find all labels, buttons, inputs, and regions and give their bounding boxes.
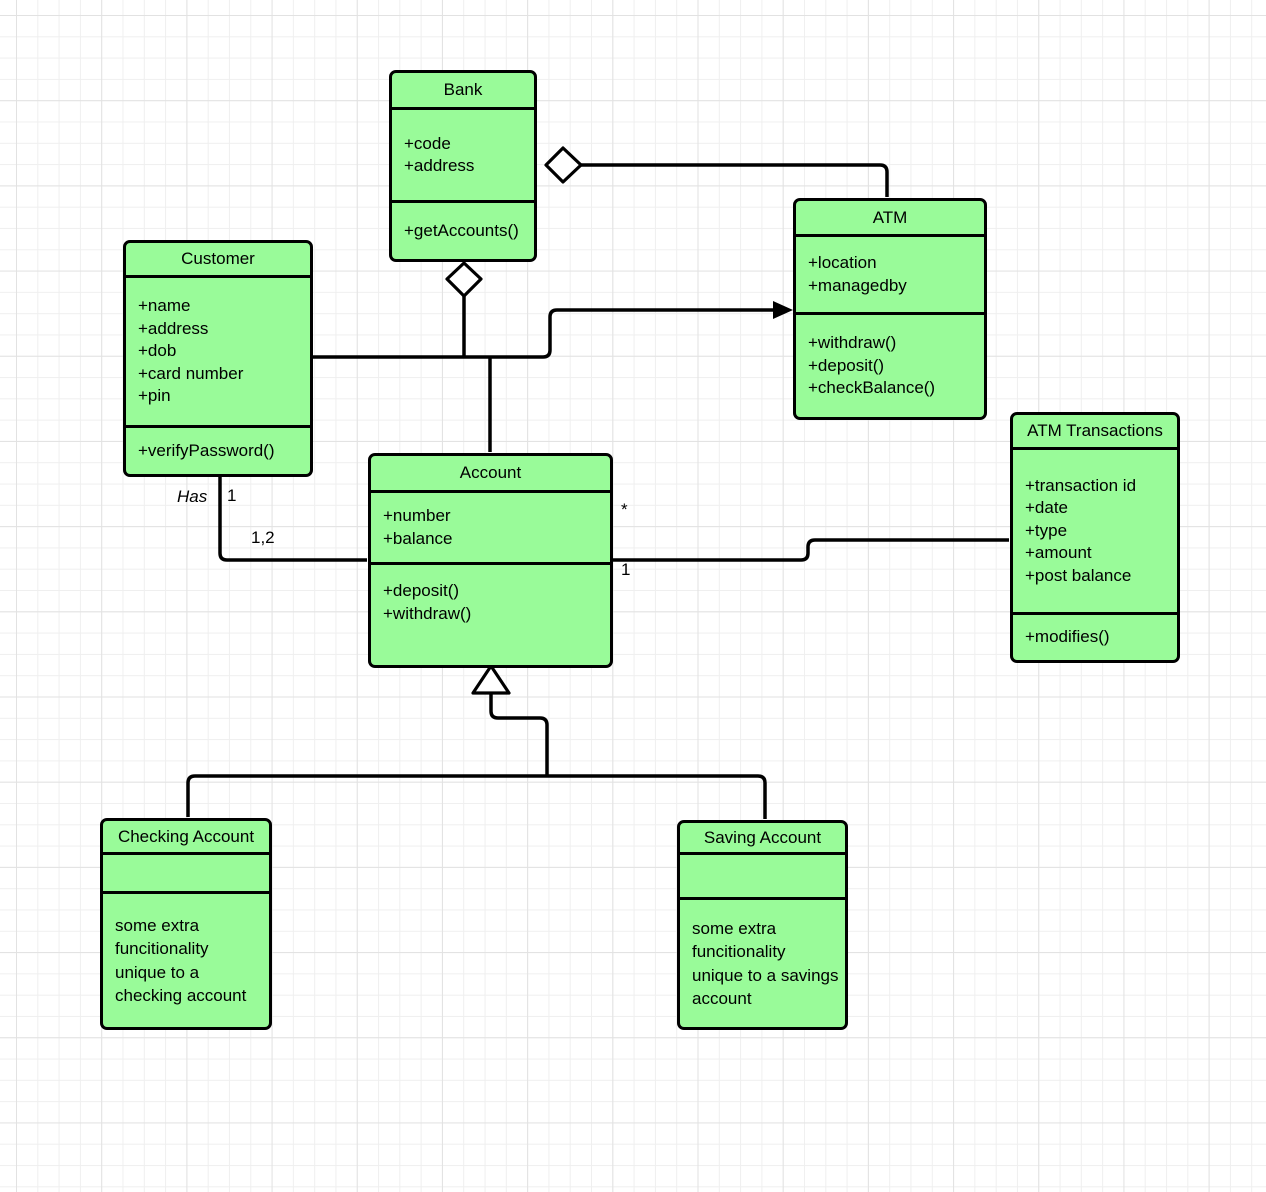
class-account-attributes: +number +balance — [371, 493, 610, 565]
method: +checkBalance() — [808, 378, 936, 398]
attribute: +number — [383, 506, 451, 525]
method: +deposit() — [808, 355, 885, 375]
class-customer-methods: +verifyPassword() — [126, 428, 310, 474]
class-atm-attributes: +location +managedby — [796, 237, 984, 315]
method: +verifyPassword() — [138, 440, 275, 460]
attribute: +location — [808, 253, 877, 272]
method: +modifies() — [1025, 627, 1110, 647]
attribute: +address — [404, 156, 475, 175]
edge-bank-atm[interactable] — [580, 163, 889, 197]
attribute: +pin — [138, 386, 171, 406]
method: +getAccounts() — [404, 220, 519, 240]
edge-account-transactions[interactable] — [613, 538, 1009, 562]
aggregation-diamond-bank-account[interactable] — [445, 261, 483, 298]
class-atm-transactions[interactable]: ATM Transactions +transaction id +date +… — [1010, 412, 1180, 663]
attribute: +amount — [1025, 543, 1092, 563]
class-saving-account-title: Saving Account — [680, 823, 845, 855]
class-bank-attributes: +code +address — [392, 110, 534, 203]
class-account-title: Account — [371, 456, 610, 493]
edge-label-multiplicity-one[interactable]: 1 — [621, 560, 631, 579]
class-saving-account-attributes-empty — [680, 855, 845, 900]
edge-label-multiplicity-star[interactable]: * — [621, 500, 628, 519]
class-atm-transactions-methods: +modifies() — [1013, 615, 1177, 660]
class-checking-account-note: some extra funcitionality unique to a ch… — [115, 915, 247, 1006]
arrowhead-customer-atm[interactable] — [773, 301, 793, 319]
attribute: +balance — [383, 528, 453, 548]
class-bank[interactable]: Bank +code +address +getAccounts() — [389, 70, 537, 262]
class-checking-account[interactable]: Checking Account some extra funcitionali… — [100, 818, 272, 1030]
attribute: +address — [138, 318, 209, 338]
aggregation-diamond-bank-atm[interactable] — [544, 146, 583, 184]
class-account[interactable]: Account +number +balance +deposit() +wit… — [368, 453, 613, 668]
class-bank-title: Bank — [392, 73, 534, 110]
method: +withdraw() — [808, 333, 897, 353]
method: +withdraw() — [383, 603, 472, 623]
edge-label-has[interactable]: Has — [177, 487, 208, 506]
attribute: +managedby — [808, 275, 907, 295]
attribute: +dob — [138, 341, 177, 361]
attribute: +post balance — [1025, 565, 1132, 585]
attribute: +type — [1025, 520, 1068, 540]
class-atm-transactions-attributes: +transaction id +date +type +amount +pos… — [1013, 450, 1177, 615]
class-customer-attributes: +name +address +dob +card number +pin — [126, 278, 310, 428]
edge-customer-account[interactable] — [218, 477, 367, 562]
generalization-triangle[interactable] — [471, 664, 511, 695]
edge-label-multiplicity-1-2[interactable]: 1,2 — [251, 528, 275, 547]
edge-customer-atm[interactable] — [313, 308, 777, 359]
class-bank-methods: +getAccounts() — [392, 203, 534, 259]
edge-generalization-bar[interactable] — [186, 774, 767, 819]
attribute: +name — [138, 296, 191, 316]
attribute: +code — [404, 133, 451, 153]
class-saving-account[interactable]: Saving Account some extra funcitionality… — [677, 820, 848, 1030]
method: +deposit() — [383, 581, 460, 600]
attribute: +transaction id — [1025, 475, 1137, 495]
class-checking-account-title: Checking Account — [103, 821, 269, 855]
class-atm-title: ATM — [796, 201, 984, 237]
class-atm-transactions-title: ATM Transactions — [1013, 415, 1177, 450]
class-customer[interactable]: Customer +name +address +dob +card numbe… — [123, 240, 313, 477]
class-atm[interactable]: ATM +location +managedby +withdraw() +de… — [793, 198, 987, 420]
edge-label-multiplicity-1[interactable]: 1 — [227, 486, 237, 505]
class-atm-methods: +withdraw() +deposit() +checkBalance() — [796, 315, 984, 417]
class-customer-title: Customer — [126, 243, 310, 278]
attribute: +card number — [138, 363, 244, 383]
class-saving-account-note: some extra funcitionality unique to a sa… — [692, 918, 839, 1009]
class-account-methods: +deposit() +withdraw() — [371, 565, 610, 665]
attribute: +date — [1025, 498, 1069, 518]
class-checking-account-attributes-empty — [103, 855, 269, 894]
edge-generalization-stem[interactable] — [489, 693, 549, 775]
